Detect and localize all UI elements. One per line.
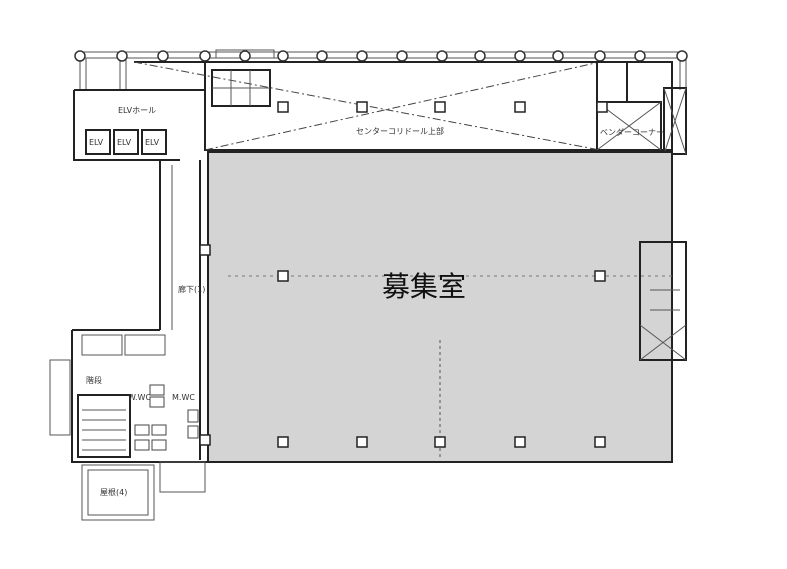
hallway-label: 廊下(1) — [178, 284, 205, 294]
left-corridor — [159, 160, 201, 460]
column-square — [356, 101, 368, 113]
column-square — [277, 270, 289, 282]
women-wc-label: W.WC — [128, 393, 151, 402]
elevator-2: ELV — [117, 138, 132, 147]
column-square — [277, 436, 289, 448]
elevator-1: ELV — [89, 138, 104, 147]
column-square — [594, 436, 606, 448]
roof-label: 屋根(4) — [100, 487, 127, 497]
column-marker — [239, 50, 251, 62]
column-marker — [316, 50, 328, 62]
perimeter-columns — [74, 50, 688, 62]
column-marker — [74, 50, 86, 62]
top-facade — [78, 49, 687, 90]
column-marker — [676, 50, 688, 62]
column-marker — [436, 50, 448, 62]
stairs-label: 階段 — [86, 375, 102, 385]
column-marker — [474, 50, 486, 62]
column-square — [199, 244, 211, 256]
column-square — [199, 434, 211, 446]
elv-hall — [73, 89, 206, 161]
column-marker — [199, 50, 211, 62]
column-marker — [356, 50, 368, 62]
column-marker — [634, 50, 646, 62]
column-marker — [277, 50, 289, 62]
column-marker — [594, 50, 606, 62]
men-wc-label: M.WC — [172, 393, 195, 402]
column-square — [514, 101, 526, 113]
roof-area — [81, 464, 155, 521]
column-marker — [157, 50, 169, 62]
column-marker — [514, 50, 526, 62]
column-square — [514, 436, 526, 448]
column-square — [356, 436, 368, 448]
vendor-corner — [596, 101, 662, 151]
elv-hall-label: ELVホール — [118, 106, 156, 115]
interior-columns — [199, 101, 608, 448]
column-marker — [552, 50, 564, 62]
corridor-upper-label: センターコリドール上部 — [356, 126, 444, 136]
column-square — [596, 101, 608, 113]
elevator-3: ELV — [145, 138, 160, 147]
column-square — [594, 270, 606, 282]
column-square — [277, 101, 289, 113]
main-room — [207, 151, 673, 463]
stairs — [77, 394, 131, 458]
right-service-core — [639, 241, 687, 361]
column-square — [434, 101, 446, 113]
elevators: ELV ELV ELV — [85, 129, 167, 155]
column-square — [434, 436, 446, 448]
main-room-label: 募集室 — [382, 270, 466, 303]
vendor-corner-label: ベンダーコーナー — [600, 127, 664, 137]
column-marker — [396, 50, 408, 62]
column-marker — [116, 50, 128, 62]
